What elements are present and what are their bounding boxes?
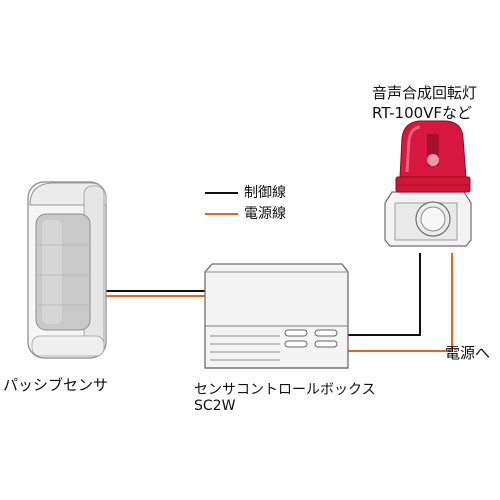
legend-power-line-label: 電源線 [244,206,286,222]
passive-sensor-label: パッシブセンサ [3,376,109,394]
box-lamp-control-wire [348,253,421,336]
rotating-lamp-model: RT-100VFなど [372,104,473,123]
control-box [204,263,349,369]
wires [104,253,453,352]
control-box-model: SC2W [194,398,236,415]
control-box-label: センサコントロールボックス SC2W [194,382,376,414]
box-switch-3 [284,340,308,348]
legend [205,192,238,215]
box-switch-2 [314,329,338,337]
box-switch-1 [284,329,308,337]
box-switch-4 [314,340,338,348]
passive-sensor [27,181,107,359]
control-box-name: センサコントロールボックス [194,382,376,398]
rotating-lamp-label: 音声合成回転灯 RT-100VFなど [372,83,477,124]
rotating-lamp-name: 音声合成回転灯 [372,84,478,102]
box-power-source-wire [348,253,453,352]
rotating-lamp [384,120,472,247]
legend-control-line-label: 制御線 [244,185,286,201]
power-destination-label: 電源へ [445,344,491,362]
